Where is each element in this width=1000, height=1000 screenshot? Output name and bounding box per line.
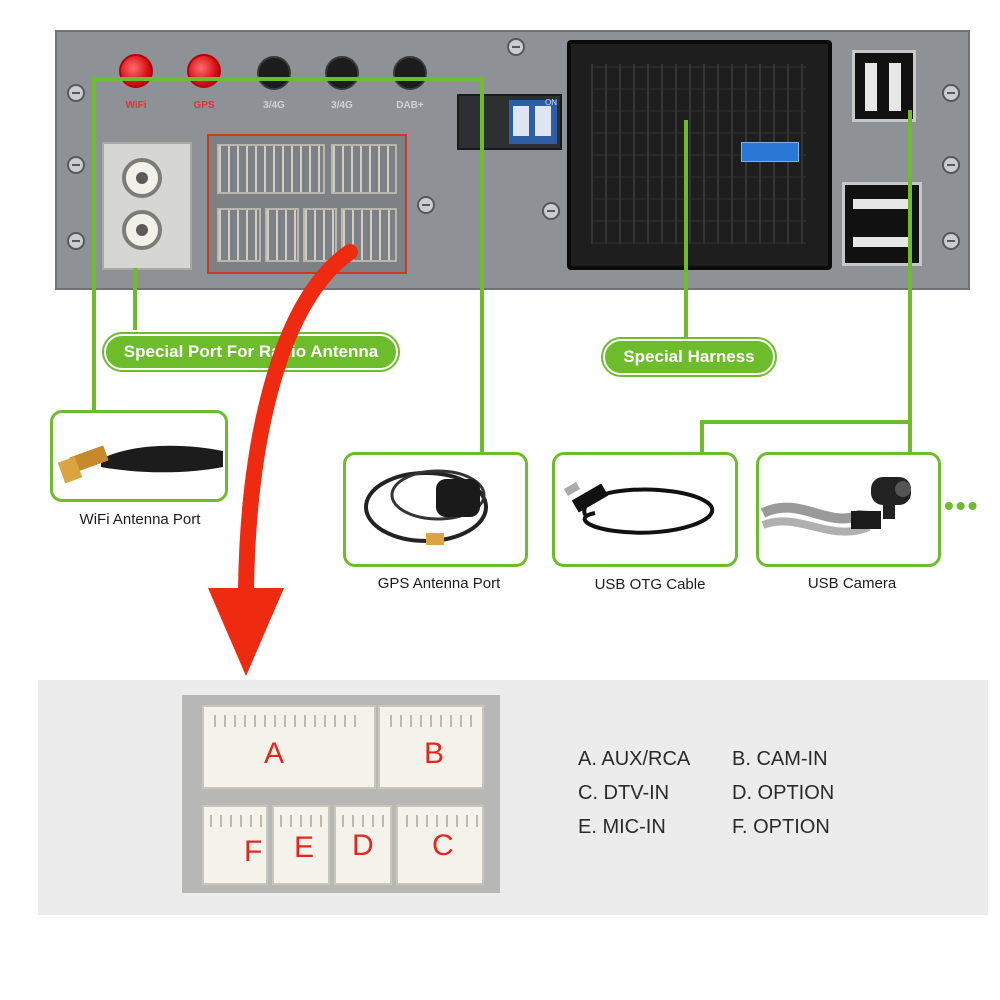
screw-icon [942, 232, 960, 250]
screw-icon [67, 232, 85, 250]
dip-switch-label: ON [545, 98, 557, 107]
usb-otg-box [552, 452, 738, 567]
legend-d: D. OPTION [732, 782, 835, 804]
connector-letter-d: D [352, 829, 374, 862]
usb-cable-icon [563, 482, 715, 535]
usb-camera-icon [760, 477, 911, 536]
gps-caption: GPS Antenna Port [377, 575, 501, 592]
connector-e [272, 805, 330, 885]
gps-jack [187, 54, 221, 88]
wifi-gps-line [92, 77, 482, 81]
red-arrow-icon [208, 244, 358, 676]
connector-plug [217, 144, 325, 194]
connector-letter-a: A [264, 737, 285, 770]
legend-c: C. DTV-IN [578, 782, 670, 804]
gps-line [480, 77, 484, 455]
legend-a: A. AUX/RCA [578, 748, 691, 770]
connector-a [202, 705, 376, 789]
connector-c [396, 805, 484, 885]
radio-connector [122, 158, 162, 198]
connector-plug [331, 144, 397, 194]
connector-plug [217, 208, 261, 262]
screw-icon [67, 156, 85, 174]
wifi-jack [119, 54, 153, 88]
connector-letter-f: F [244, 835, 263, 868]
usb-otg-caption: USB OTG Cable [594, 576, 706, 593]
4g-jack-label: 3/4G [331, 100, 353, 111]
fuse-icon [741, 142, 799, 162]
screw-icon [417, 196, 435, 214]
dab-jack [393, 56, 427, 90]
gps-antenna-box [343, 452, 528, 567]
connector-b [378, 705, 484, 789]
connector-letter-c: C [432, 829, 454, 862]
4g-jack-label: 3/4G [263, 100, 285, 111]
legend-f: F. OPTION [732, 816, 830, 838]
dab-jack-label: DAB+ [396, 100, 424, 111]
usb-line [908, 110, 912, 456]
harness-callout: Special Harness [603, 339, 775, 375]
legend-b: B. CAM-IN [732, 748, 828, 770]
wifi-line [92, 77, 96, 411]
connector-f [202, 805, 268, 885]
wifi-caption: WiFi Antenna Port [79, 511, 201, 528]
screw-icon [942, 156, 960, 174]
harness-line [684, 120, 688, 342]
gps-jack-label: GPS [193, 100, 215, 111]
radio-antenna-port [102, 142, 192, 270]
usb-otg-line [700, 420, 704, 456]
connector-d [334, 805, 392, 885]
4g-jack [325, 56, 359, 90]
connector-plug [303, 208, 337, 262]
radio-line [133, 268, 137, 330]
wifi-antenna-icon [57, 445, 223, 484]
dip-switch-body: ON [509, 98, 557, 144]
screw-icon [942, 84, 960, 102]
screw-icon [507, 38, 525, 56]
main-harness-socket [567, 40, 832, 270]
dip-switch: ON [457, 94, 562, 150]
connector-detail-band [38, 680, 988, 915]
4g-jack [257, 56, 291, 90]
radio-connector [122, 210, 162, 250]
wifi-jack-label: WiFi [125, 100, 147, 111]
connector-photo: A B F E D C [182, 695, 500, 893]
more-accessories-icon: ••• [944, 490, 980, 521]
screw-icon [67, 84, 85, 102]
connector-letter-e: E [294, 831, 315, 864]
radio-antenna-callout: Special Port For Radio Antenna [104, 334, 398, 370]
connector-letter-b: B [424, 737, 445, 770]
usb-port [852, 50, 916, 122]
head-unit-back-panel: WiFi GPS 3/4G 3/4G DAB+ ON [55, 30, 970, 290]
gps-antenna-icon [364, 469, 488, 545]
usb-branch-line [700, 420, 912, 424]
wifi-antenna-box [50, 410, 228, 502]
antenna-jack-row: WiFi GPS 3/4G 3/4G DAB+ [107, 36, 447, 128]
screw-icon [542, 202, 560, 220]
multi-connector-block [207, 134, 407, 274]
legend-e: E. MIC-IN [578, 816, 666, 838]
connector-plug [265, 208, 299, 262]
usb-camera-caption: USB Camera [807, 575, 897, 592]
usb-camera-box [756, 452, 941, 567]
